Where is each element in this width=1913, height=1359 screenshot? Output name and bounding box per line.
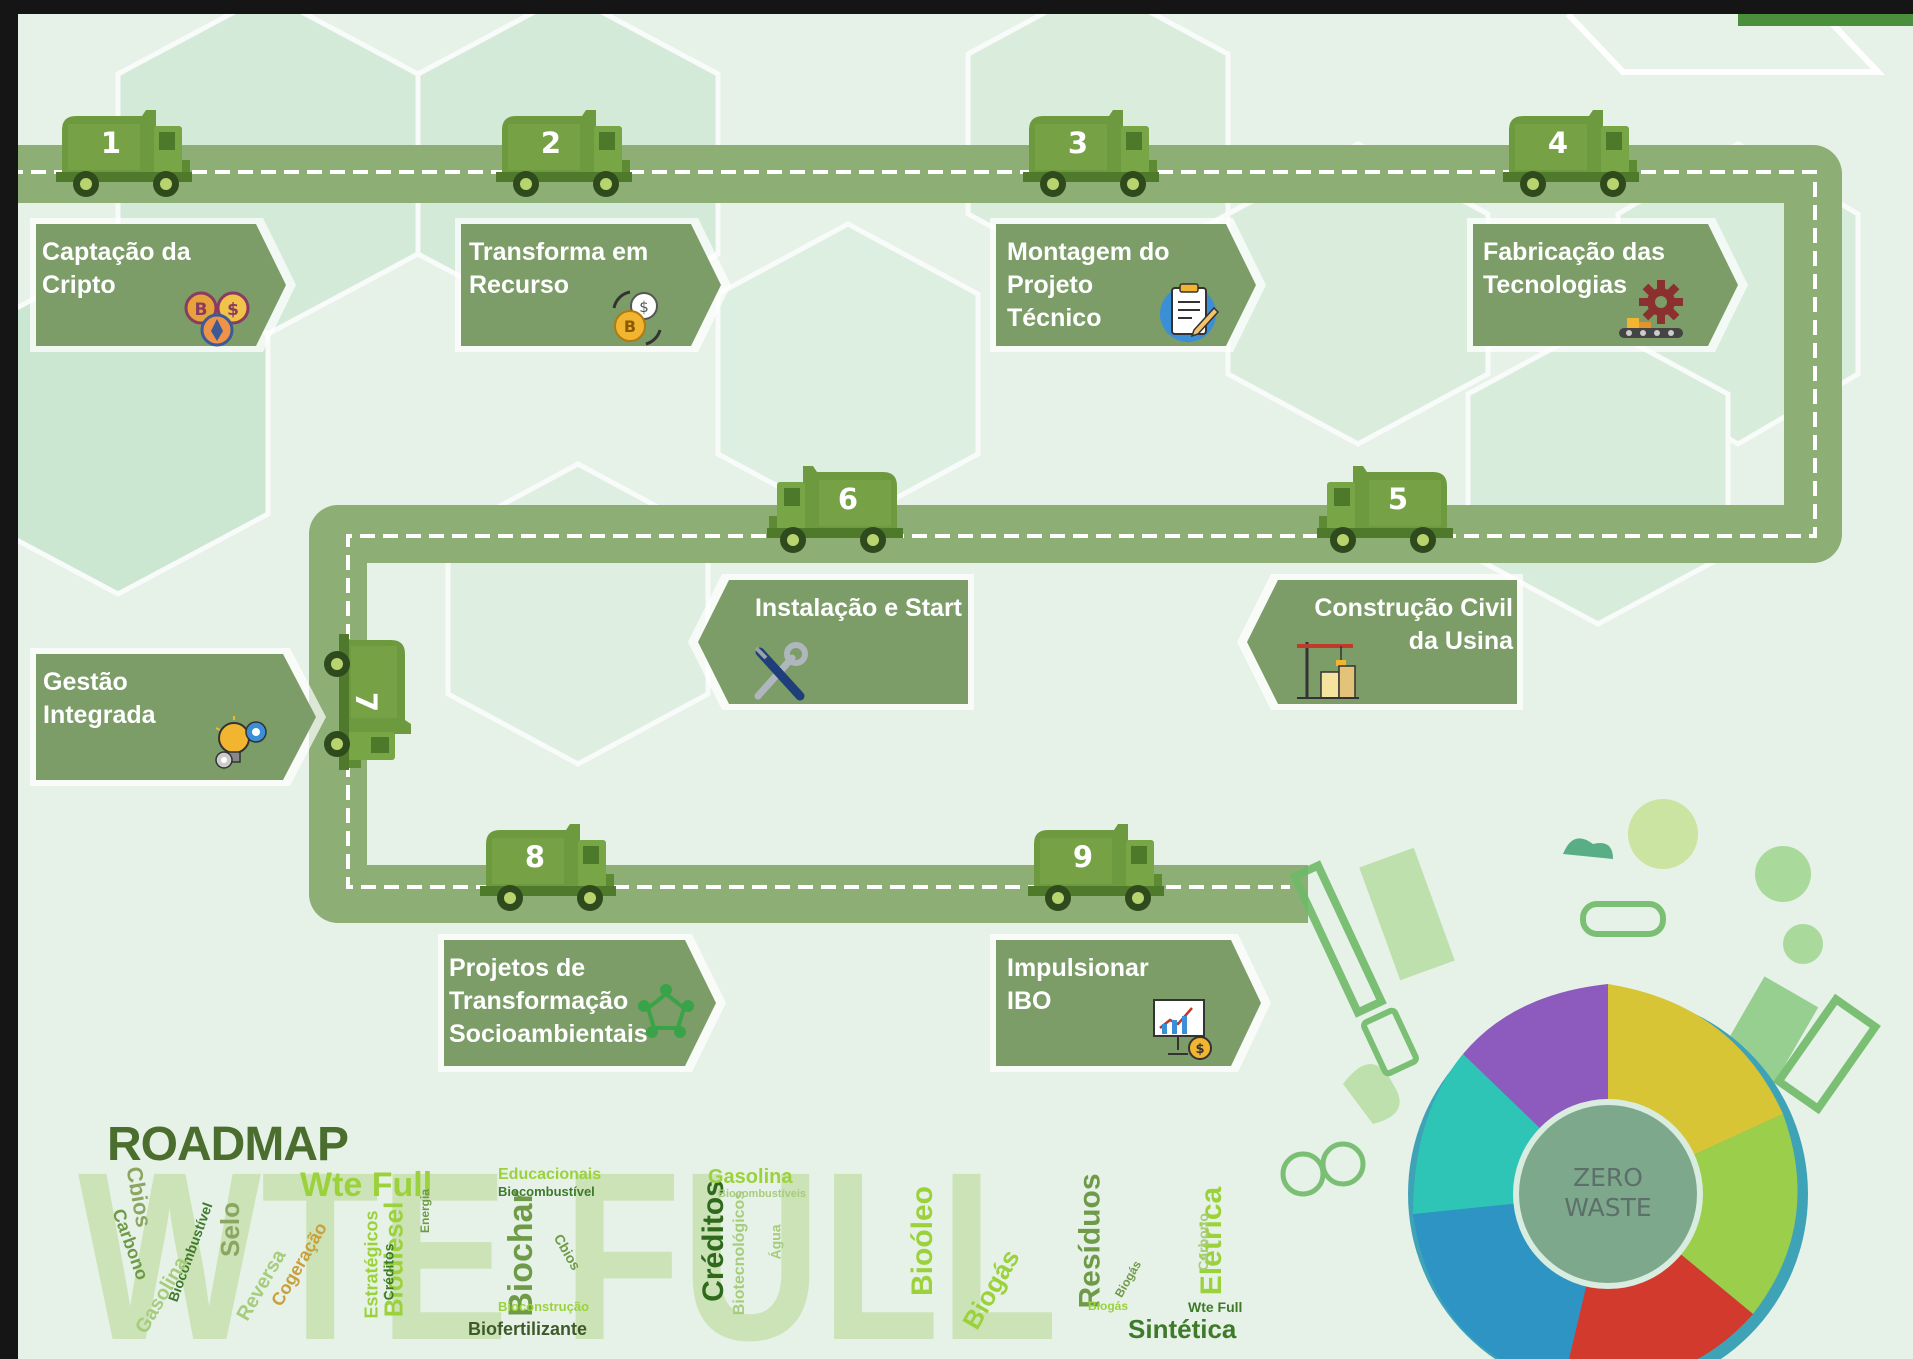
window-top-bar — [0, 0, 1913, 14]
wte-full-letters: WTE FULL — [78, 1164, 1058, 1344]
wordcloud-word: Bioconstrução — [498, 1299, 590, 1314]
tools-icon — [754, 642, 808, 701]
wordcloud-word: Resíduos — [1073, 1173, 1107, 1309]
truck-step-2: 2 — [496, 110, 636, 205]
roadmap-board: 1 2 3 4 5 6 7 8 — [18, 14, 1913, 1359]
people-network-icon — [638, 984, 694, 1038]
truck-step-9: 9 — [1028, 824, 1168, 919]
wordcloud-word: Biotecnológicos — [731, 1190, 749, 1316]
step-number-4: 4 — [1547, 126, 1569, 160]
svg-text:$: $ — [1195, 1042, 1204, 1057]
step-number-7: 7 — [349, 691, 383, 713]
wordcloud-word: Biochar — [501, 1190, 540, 1317]
wordcloud-word: Biocombustível — [498, 1184, 595, 1199]
zero-waste-label-line1: ZERO — [1573, 1163, 1643, 1192]
coin-exchange-icon: $ B — [612, 290, 662, 346]
wordcloud-word: Biocombustíveis — [718, 1188, 807, 1200]
svg-text:$: $ — [639, 298, 649, 316]
construction-crane-icon — [1297, 642, 1359, 699]
lightbulb-gear-icon — [215, 716, 267, 769]
svg-text:B: B — [195, 300, 208, 320]
presentation-chart-icon: $ — [1153, 999, 1212, 1060]
wordcloud-word: Biogás — [1088, 1299, 1129, 1313]
wordcloud-word: Educacionais — [498, 1166, 602, 1183]
globe: ZERO WASTE — [1408, 984, 1808, 1359]
svg-text:WTE FULL: WTE FULL — [78, 1164, 1058, 1344]
step-6-label: Instalação e Start — [754, 594, 962, 622]
gear-factory-icon — [1619, 280, 1683, 338]
step-number-1: 1 — [100, 126, 122, 160]
wordcloud-word: Gasolina — [708, 1166, 793, 1188]
wordcloud-word: Selo — [214, 1202, 245, 1257]
truck-step-8: 8 — [480, 824, 620, 919]
step-number-5: 5 — [1387, 482, 1409, 516]
svg-text:$: $ — [227, 300, 239, 320]
wordcloud-word: Sintética — [1128, 1314, 1237, 1344]
svg-text:B: B — [624, 317, 636, 336]
truck-step-1: 1 — [56, 110, 196, 205]
step-card-6: Instalação e Start — [686, 572, 976, 712]
truck-step-6: 6 — [763, 466, 903, 561]
page-title: ROADMAP — [107, 1118, 349, 1171]
crypto-coins-icon: B $ — [184, 291, 250, 347]
truck-step-5: 5 — [1313, 466, 1453, 561]
truck-step-3: 3 — [1023, 110, 1163, 205]
step-number-9: 9 — [1072, 840, 1094, 874]
wordcloud-word: Água — [767, 1224, 784, 1260]
step-number-8: 8 — [524, 840, 546, 874]
wordcloud-word: Energia — [418, 1188, 433, 1234]
wordcloud-word: Créditos — [380, 1243, 397, 1301]
wordcloud-word: Wte Full — [1188, 1299, 1243, 1315]
wordcloud-word: Biofertilizante — [468, 1319, 588, 1339]
wordcloud-word: Carbono — [1194, 1213, 1211, 1271]
step-number-3: 3 — [1067, 126, 1089, 160]
step-number-6: 6 — [837, 482, 859, 516]
wordcloud-word: Bioóleo — [906, 1186, 939, 1296]
clipboard-icon — [1160, 283, 1220, 342]
zero-waste-globe-illustration: ZERO WASTE — [1280, 799, 1881, 1359]
zero-waste-label-line2: WASTE — [1564, 1193, 1651, 1222]
truck-step-4: 4 — [1503, 110, 1643, 205]
step-number-2: 2 — [540, 126, 562, 160]
window-left-bar — [0, 0, 18, 1359]
wte-full-wordcloud: WTE FULL Cbios Carbono Biocombustível Ga… — [78, 1164, 1278, 1344]
wordcloud-word: Wte Full — [300, 1166, 433, 1204]
